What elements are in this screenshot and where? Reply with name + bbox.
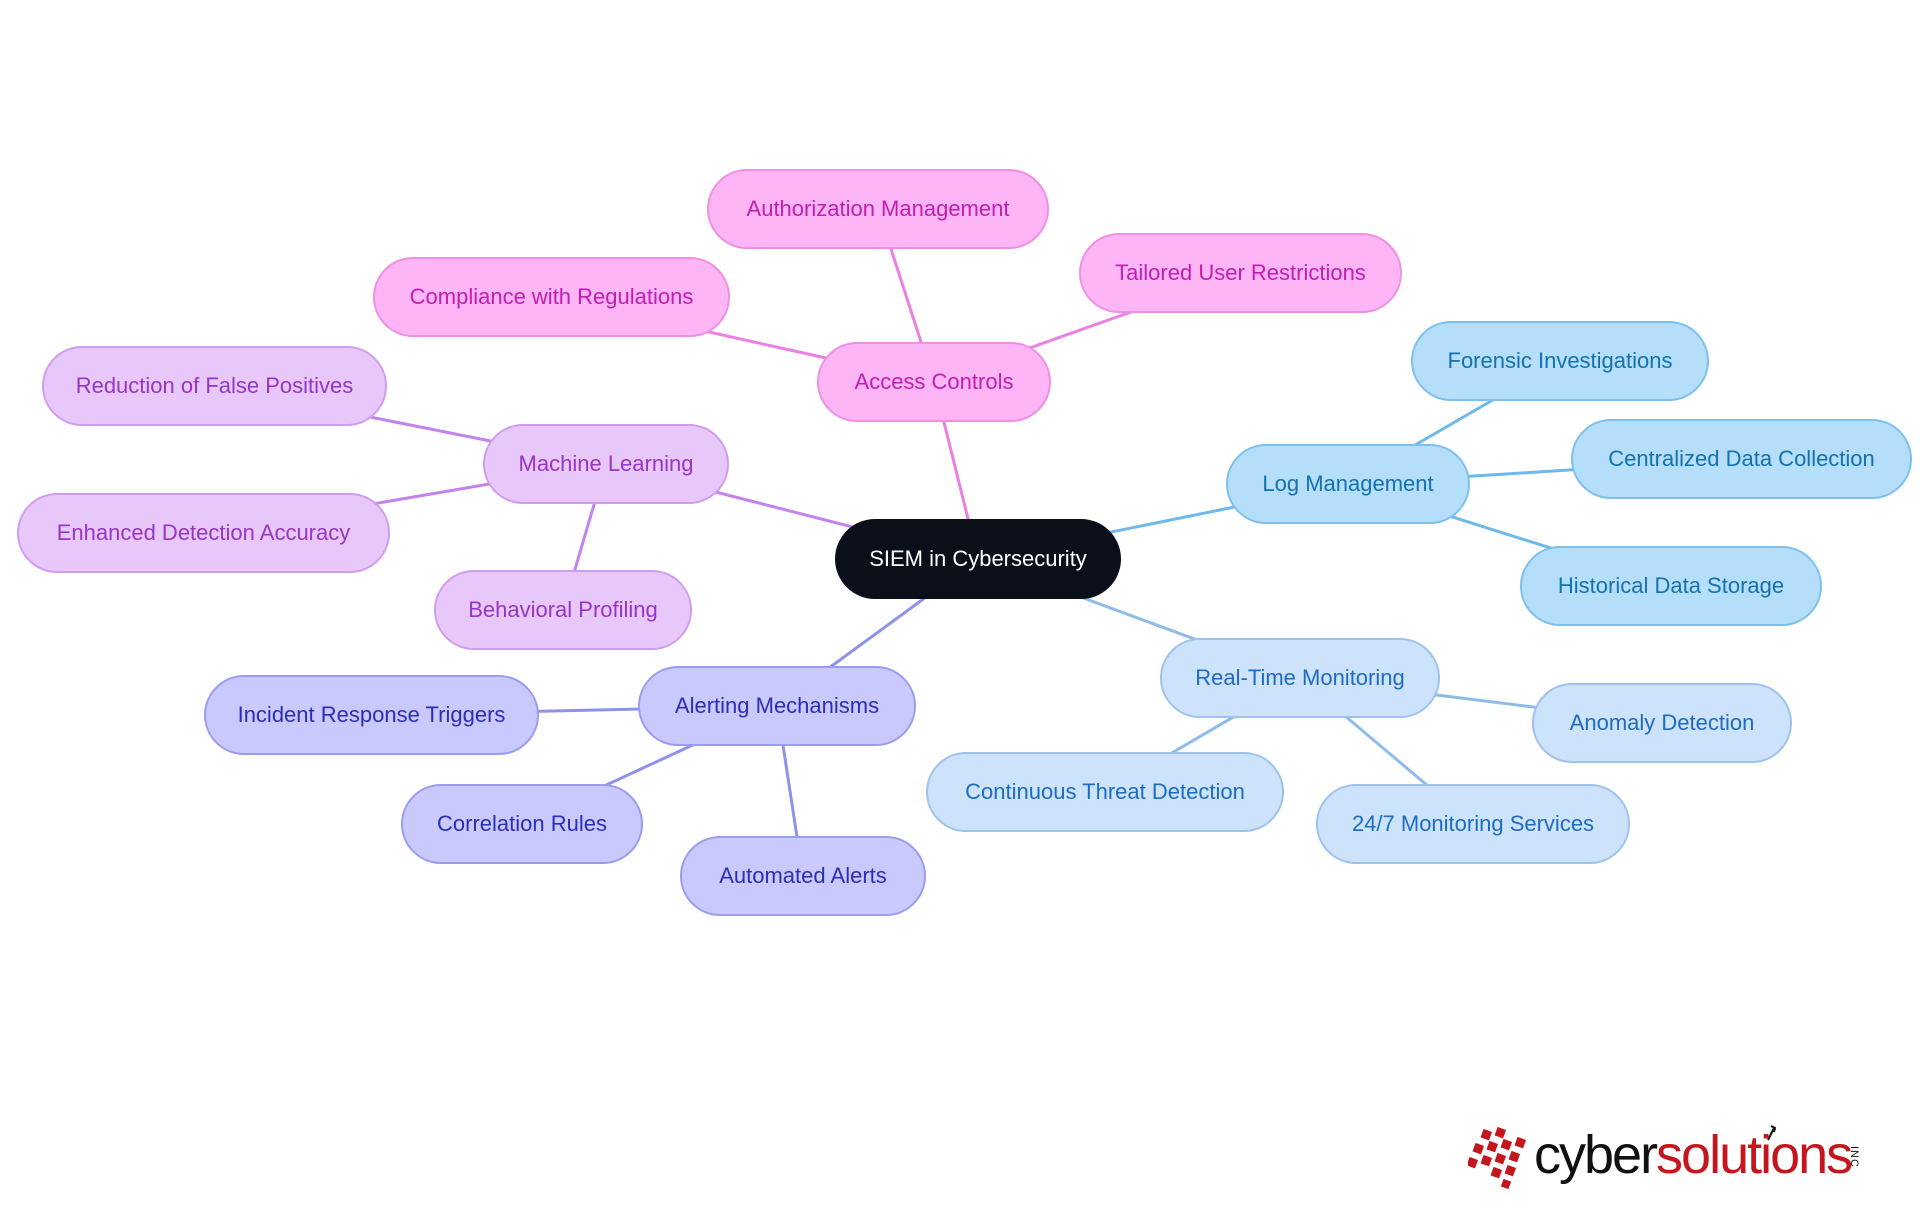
root-node[interactable]: SIEM in Cybersecurity <box>835 519 1121 599</box>
branch-log-management[interactable]: Log Management <box>1226 444 1470 524</box>
leaf-reduction-of-false-positives[interactable]: Reduction of False Positives <box>42 346 387 426</box>
leaf-compliance-with-regulations[interactable]: Compliance with Regulations <box>373 257 730 337</box>
leaf-correlation-rules[interactable]: Correlation Rules <box>401 784 643 864</box>
leaf-enhanced-detection-accuracy[interactable]: Enhanced Detection Accuracy <box>17 493 390 573</box>
leaf-centralized-data-collection[interactable]: Centralized Data Collection <box>1571 419 1912 499</box>
leaf-continuous-threat-detection[interactable]: Continuous Threat Detection <box>926 752 1284 832</box>
logo-solutions-text: solutions <box>1656 1125 1853 1185</box>
logo-cyber-text: cyber <box>1534 1125 1658 1185</box>
leaf-24-7-monitoring-services[interactable]: 24/7 Monitoring Services <box>1316 784 1630 864</box>
leaf-authorization-management[interactable]: Authorization Management <box>707 169 1049 249</box>
leaf-behavioral-profiling[interactable]: Behavioral Profiling <box>434 570 692 650</box>
branch-real-time-monitoring[interactable]: Real-Time Monitoring <box>1160 638 1440 718</box>
leaf-historical-data-storage[interactable]: Historical Data Storage <box>1520 546 1822 626</box>
logo-mark-icon <box>1468 1125 1777 1190</box>
leaf-anomaly-detection[interactable]: Anomaly Detection <box>1532 683 1792 763</box>
logo-inc-text: INC <box>1848 1146 1860 1168</box>
leaf-incident-response-triggers[interactable]: Incident Response Triggers <box>204 675 539 755</box>
logo-wordmark: cybersolutions <box>1534 1125 1853 1185</box>
branch-access-controls[interactable]: Access Controls <box>817 342 1051 422</box>
leaf-forensic-investigations[interactable]: Forensic Investigations <box>1411 321 1709 401</box>
branch-machine-learning[interactable]: Machine Learning <box>483 424 729 504</box>
leaf-tailored-user-restrictions[interactable]: Tailored User Restrictions <box>1079 233 1402 313</box>
leaf-automated-alerts[interactable]: Automated Alerts <box>680 836 926 916</box>
branch-alerting-mechanisms[interactable]: Alerting Mechanisms <box>638 666 916 746</box>
